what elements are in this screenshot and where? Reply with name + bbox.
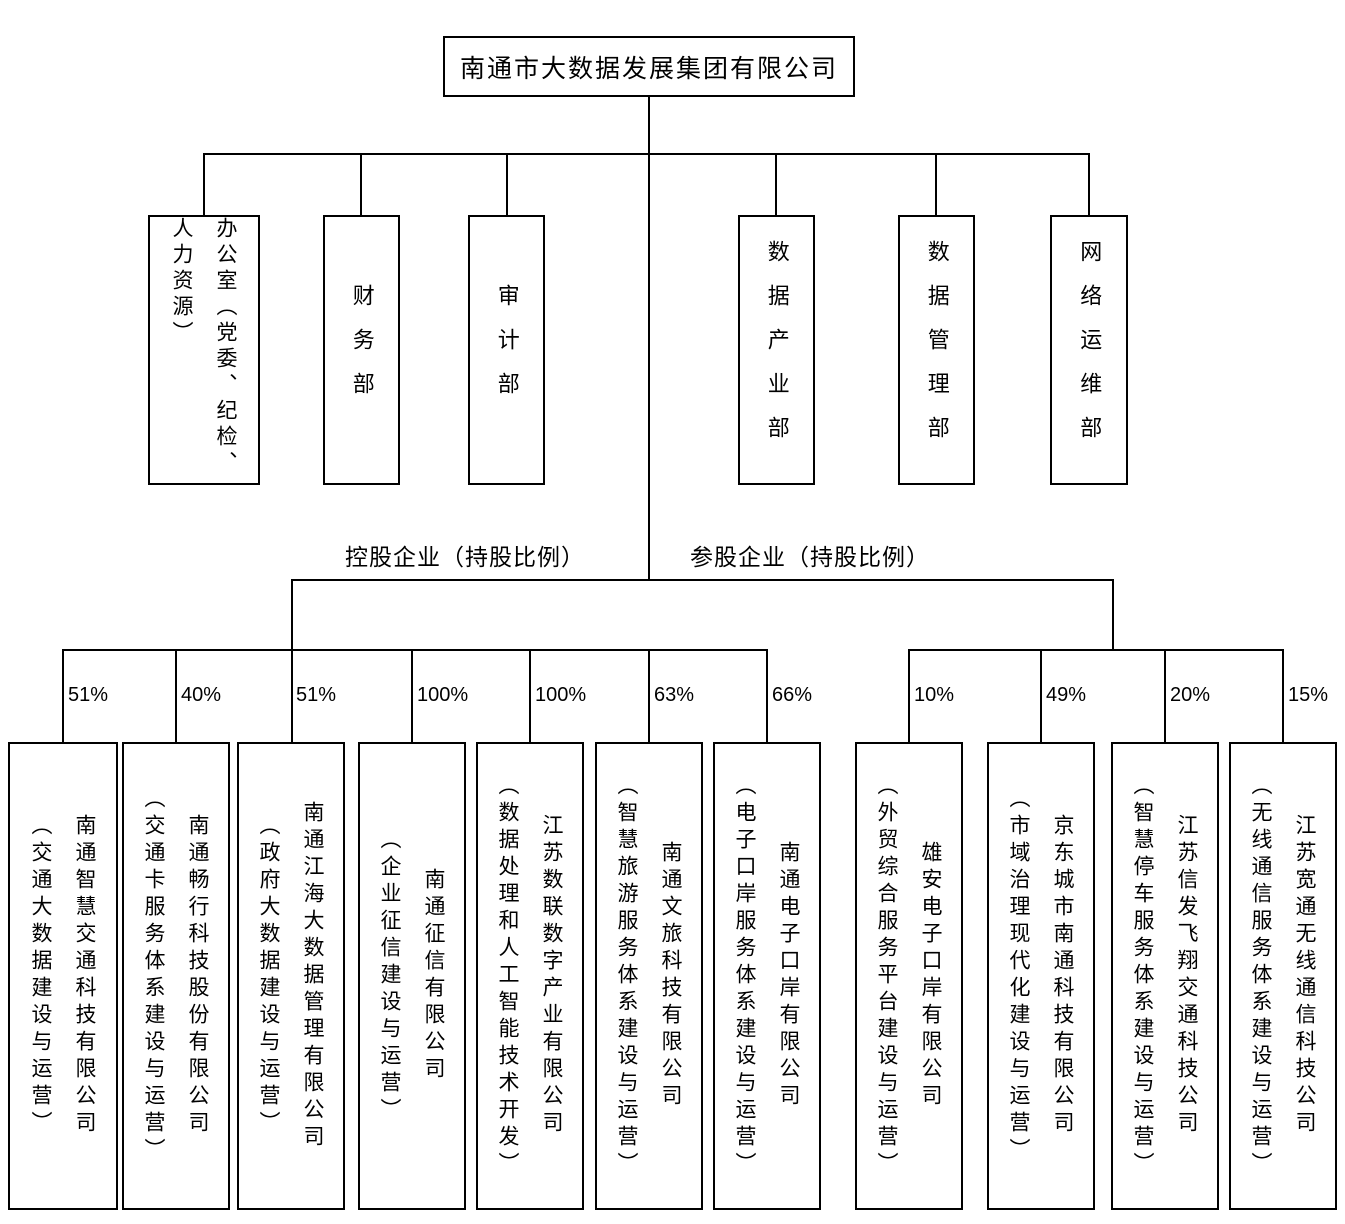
ownership-percent-label: 20% xyxy=(1170,684,1211,706)
company-scope: （外贸综合服务平台建设与运营） xyxy=(875,773,899,1179)
connector-line xyxy=(203,153,205,215)
company-scope: （企业征信建设与运营） xyxy=(378,827,402,1125)
connector-line xyxy=(291,579,1114,581)
company-name: 雄安电子口岸有限公司 xyxy=(919,841,943,1111)
connector-line xyxy=(203,153,1090,155)
ownership-percent-label: 63% xyxy=(654,684,695,706)
company-text: 江苏数联数字产业有限公司 （数据处理和人工智能技术开发） xyxy=(486,744,574,1208)
dept-box-data-industry: 数据产业部 xyxy=(738,215,815,485)
company-name: 南通畅行科技股份有限公司 xyxy=(186,814,210,1138)
ownership-percent-label: 15% xyxy=(1288,684,1329,706)
ownership-percent-label: 49% xyxy=(1046,684,1087,706)
company-text: 雄安电子口岸有限公司 （外贸综合服务平台建设与运营） xyxy=(865,744,953,1208)
dept-label: 办公室（党委、纪检、 人力资源） xyxy=(170,217,238,477)
participation-company-box: 雄安电子口岸有限公司 （外贸综合服务平台建设与运营） xyxy=(855,742,963,1210)
connector-line xyxy=(529,649,531,742)
company-name: 南通电子口岸有限公司 xyxy=(777,841,801,1111)
company-scope: （智慧停车服务体系建设与运营） xyxy=(1131,773,1155,1179)
connector-line xyxy=(766,649,768,742)
holding-company-box: 南通智慧交通科技有限公司 （交通大数据建设与运营） xyxy=(8,742,118,1210)
dept-label: 财务部 xyxy=(349,284,375,416)
company-text: 南通畅行科技股份有限公司 （交通卡服务体系建设与运营） xyxy=(132,744,220,1208)
company-text: 南通电子口岸有限公司 （电子口岸服务体系建设与运营） xyxy=(723,744,811,1208)
connector-line xyxy=(62,649,768,651)
ownership-percent-label: 100% xyxy=(535,684,587,706)
holding-group-label: 控股企业（持股比例） xyxy=(345,545,585,570)
connector-line xyxy=(411,649,413,742)
dept-label: 数据管理部 xyxy=(924,240,950,460)
dept-label: 网络运维部 xyxy=(1077,240,1103,460)
participation-company-box: 京东城市南通科技有限公司 （市域治理现代化建设与运营） xyxy=(987,742,1095,1210)
company-name: 南通江海大数据管理有限公司 xyxy=(301,800,325,1152)
connector-line xyxy=(1112,579,1114,651)
company-name: 南通文旅科技有限公司 xyxy=(659,841,683,1111)
connector-line xyxy=(935,153,937,215)
holding-company-box: 南通畅行科技股份有限公司 （交通卡服务体系建设与运营） xyxy=(122,742,230,1210)
root-company-box: 南通市大数据发展集团有限公司 xyxy=(443,36,855,97)
company-scope: （智慧旅游服务体系建设与运营） xyxy=(615,773,639,1179)
ownership-percent-label: 40% xyxy=(181,684,222,706)
root-company-name: 南通市大数据发展集团有限公司 xyxy=(459,55,838,83)
company-text: 南通江海大数据管理有限公司 （政府大数据建设与运营） xyxy=(247,744,335,1208)
connector-line xyxy=(506,153,508,215)
holding-company-box: 南通征信有限公司 （企业征信建设与运营） xyxy=(358,742,466,1210)
ownership-percent-label: 10% xyxy=(914,684,955,706)
holding-company-box: 南通江海大数据管理有限公司 （政府大数据建设与运营） xyxy=(237,742,345,1210)
connector-line xyxy=(908,649,910,742)
ownership-percent-label: 100% xyxy=(417,684,469,706)
participation-company-box: 江苏信发飞翔交通科技公司 （智慧停车服务体系建设与运营） xyxy=(1111,742,1219,1210)
dept-box-office: 办公室（党委、纪检、 人力资源） xyxy=(148,215,260,485)
connector-line xyxy=(648,649,650,742)
company-scope: （交通大数据建设与运营） xyxy=(29,814,53,1138)
connector-line xyxy=(1040,649,1042,742)
dept-box-data-management: 数据管理部 xyxy=(898,215,975,485)
company-name: 江苏宽通无线通信科技公司 xyxy=(1293,814,1317,1138)
connector-line xyxy=(175,649,177,742)
company-name: 京东城市南通科技有限公司 xyxy=(1051,814,1075,1138)
company-text: 南通智慧交通科技有限公司 （交通大数据建设与运营） xyxy=(19,744,107,1208)
connector-line xyxy=(1282,649,1284,742)
company-scope: （政府大数据建设与运营） xyxy=(257,814,281,1138)
company-text: 南通征信有限公司 （企业征信建设与运营） xyxy=(368,744,456,1208)
company-name: 南通智慧交通科技有限公司 xyxy=(73,814,97,1138)
company-scope: （电子口岸服务体系建设与运营） xyxy=(733,773,757,1179)
holding-company-box: 南通电子口岸有限公司 （电子口岸服务体系建设与运营） xyxy=(713,742,821,1210)
connector-line xyxy=(291,579,293,742)
connector-line xyxy=(908,649,1284,651)
connector-line xyxy=(648,97,650,581)
company-text: 南通文旅科技有限公司 （智慧旅游服务体系建设与运营） xyxy=(605,744,693,1208)
company-name: 江苏数联数字产业有限公司 xyxy=(540,814,564,1138)
company-scope: （交通卡服务体系建设与运营） xyxy=(142,787,166,1165)
company-text: 京东城市南通科技有限公司 （市域治理现代化建设与运营） xyxy=(997,744,1085,1208)
dept-label: 数据产业部 xyxy=(764,240,790,460)
company-scope: （数据处理和人工智能技术开发） xyxy=(496,773,520,1179)
connector-line xyxy=(1164,649,1166,742)
connector-line xyxy=(775,153,777,215)
ownership-percent-label: 51% xyxy=(296,684,337,706)
connector-line xyxy=(62,649,64,742)
dept-box-audit: 审计部 xyxy=(468,215,545,485)
company-scope: （无线通信服务体系建设与运营） xyxy=(1249,773,1273,1179)
company-text: 江苏宽通无线通信科技公司 （无线通信服务体系建设与运营） xyxy=(1239,744,1327,1208)
connector-line xyxy=(1088,153,1090,215)
ownership-percent-label: 66% xyxy=(772,684,813,706)
dept-label: 审计部 xyxy=(494,284,520,416)
dept-box-network-ops: 网络运维部 xyxy=(1050,215,1128,485)
participation-company-box: 江苏宽通无线通信科技公司 （无线通信服务体系建设与运营） xyxy=(1229,742,1337,1210)
company-text: 江苏信发飞翔交通科技公司 （智慧停车服务体系建设与运营） xyxy=(1121,744,1209,1208)
company-name: 南通征信有限公司 xyxy=(422,868,446,1084)
dept-box-finance: 财务部 xyxy=(323,215,400,485)
company-name: 江苏信发飞翔交通科技公司 xyxy=(1175,814,1199,1138)
holding-company-box: 江苏数联数字产业有限公司 （数据处理和人工智能技术开发） xyxy=(476,742,584,1210)
participation-group-label: 参股企业（持股比例） xyxy=(690,545,930,570)
company-scope: （市域治理现代化建设与运营） xyxy=(1007,787,1031,1165)
holding-company-box: 南通文旅科技有限公司 （智慧旅游服务体系建设与运营） xyxy=(595,742,703,1210)
connector-line xyxy=(360,153,362,215)
ownership-percent-label: 51% xyxy=(68,684,109,706)
